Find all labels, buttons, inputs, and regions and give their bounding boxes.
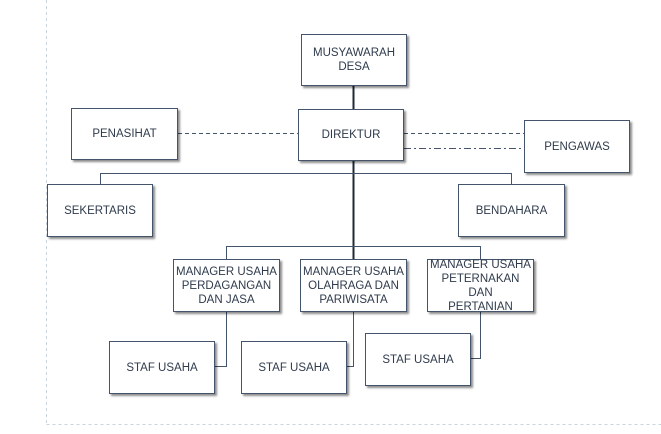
- label-manager-perdagangan: MANAGER USAHA PERDAGANGAN DAN JASA: [176, 265, 277, 306]
- label-staf-2: STAF USAHA: [258, 361, 330, 374]
- label-bendahara: BENDAHARA: [475, 204, 548, 217]
- box-staf-3: STAF USAHA: [365, 333, 471, 386]
- connector-staf-2: [347, 311, 354, 367]
- box-direktur: DIREKTUR: [298, 109, 404, 161]
- label-manager-peternakan: MANAGER USAHA PETERNAKAN DAN PERTANIAN: [430, 258, 531, 313]
- label-penasihat: PENASIHAT: [92, 128, 157, 140]
- label-pengawas: PENGAWAS: [544, 140, 610, 153]
- label-manager-olahraga: MANAGER USAHA OLAHRAGA DAN PARIWISATA: [303, 265, 404, 306]
- box-manager-olahraga: MANAGER USAHA OLAHRAGA DAN PARIWISATA: [300, 259, 407, 312]
- connector-staf-3: [470, 311, 481, 359]
- connector-staf-1: [214, 311, 227, 367]
- box-penasihat: PENASIHAT: [71, 108, 178, 160]
- label-sekertaris: SEKERTARIS: [64, 204, 136, 217]
- label-direktur: DIREKTUR: [321, 129, 381, 141]
- label-musyawarah-desa: MUSYAWARAH DESA: [313, 47, 395, 73]
- box-staf-1: STAF USAHA: [109, 341, 215, 394]
- box-bendahara: BENDAHARA: [458, 184, 565, 237]
- box-musyawarah-desa: MUSYAWARAH DESA: [301, 34, 407, 86]
- box-pengawas: PENGAWAS: [524, 120, 630, 173]
- box-manager-peternakan: MANAGER USAHA PETERNAKAN DAN PERTANIAN: [427, 258, 534, 313]
- label-staf-1: STAF USAHA: [126, 361, 198, 374]
- label-staf-3: STAF USAHA: [382, 353, 454, 366]
- box-staf-2: STAF USAHA: [241, 341, 347, 394]
- box-sekertaris: SEKERTARIS: [47, 184, 153, 237]
- box-manager-perdagangan: MANAGER USAHA PERDAGANGAN DAN JASA: [173, 259, 280, 312]
